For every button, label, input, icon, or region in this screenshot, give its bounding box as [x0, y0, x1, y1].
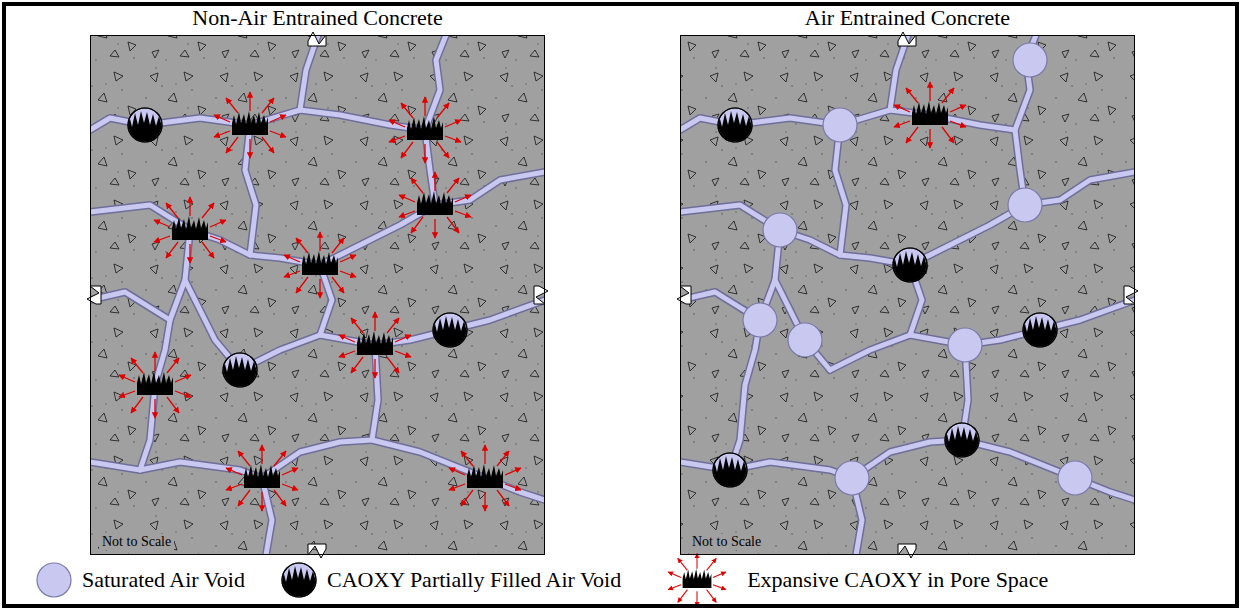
pore-network — [680, 35, 1135, 555]
legend-text: Saturated Air Void — [82, 567, 245, 593]
expansive-caoxy-swatch — [655, 560, 739, 600]
concrete-panel: Air Entrained ConcreteNot to Scale — [680, 35, 1135, 555]
panel-title: Non-Air Entrained Concrete — [91, 5, 544, 31]
expansive-caoxy — [119, 92, 521, 511]
left-concrete-panel — [87, 32, 548, 558]
saturated-voids — [743, 43, 1092, 495]
legend: Saturated Air Void CAOXY Partially Filled… — [34, 560, 1048, 600]
partial-voids — [710, 108, 1060, 490]
partial-voids — [125, 108, 470, 390]
pore-network — [90, 35, 545, 555]
legend-item: Saturated Air Void — [34, 560, 245, 600]
partial-void-swatch — [279, 560, 319, 600]
scale-note: Not to Scale — [689, 534, 764, 550]
scale-note: Not to Scale — [99, 534, 174, 550]
concrete-panel: Non-Air Entrained ConcreteNot to Scale — [90, 35, 545, 555]
legend-item: CAOXY Partially Filled Air Void — [279, 560, 621, 600]
right-concrete-panel — [677, 32, 1138, 558]
break-marks — [87, 32, 548, 558]
saturated-void-swatch — [34, 560, 74, 600]
legend-item: Expansive CAOXY in Pore Space — [655, 560, 1048, 600]
expansive-caoxy — [894, 82, 966, 148]
legend-text: CAOXY Partially Filled Air Void — [327, 567, 621, 593]
legend-text: Expansive CAOXY in Pore Space — [747, 567, 1048, 593]
break-marks — [677, 32, 1138, 558]
panel-title: Air Entrained Concrete — [681, 5, 1134, 31]
